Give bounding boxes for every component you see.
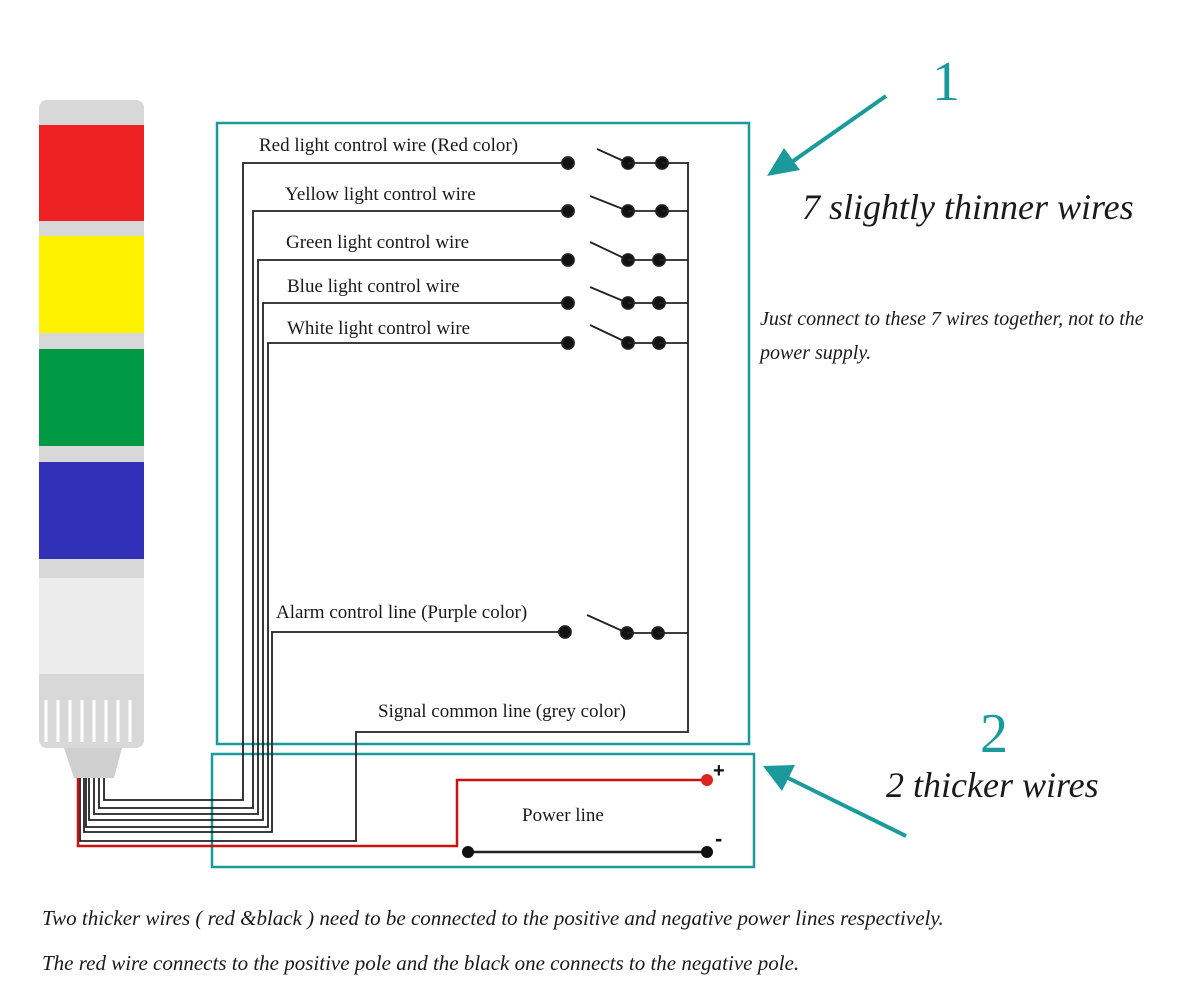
switch-blue (561, 286, 688, 310)
wire-alarm-path (83, 631, 565, 833)
label-alarm-wire: Alarm control line (Purple color) (276, 602, 527, 623)
power-wires-frame (210, 752, 756, 869)
tower-segment-yellow (39, 236, 144, 333)
wire-common-path (79, 162, 689, 842)
wire-white-path (85, 342, 568, 828)
callout-number-2: 2 (980, 703, 1008, 765)
signal-wires-frame (215, 121, 751, 746)
label-red-wire: Red light control wire (Red color) (259, 135, 518, 156)
label-common-wire: Signal common line (grey color) (378, 701, 626, 722)
note-power-wires-line1: Two thicker wires ( red &black ) need to… (42, 906, 944, 930)
wire-yellow-path (98, 210, 568, 809)
tower-base-grille (44, 700, 132, 742)
label-yellow-wire: Yellow light control wire (285, 184, 476, 205)
arrow-to-signal-frame (767, 94, 888, 176)
callout-number-1: 1 (932, 51, 960, 113)
switch-yellow (561, 195, 688, 218)
tower-cable-gland (64, 748, 122, 778)
minus-sign: - (715, 826, 722, 851)
cable-bundle (79, 162, 689, 842)
plus-sign: + (713, 760, 725, 782)
arrow-to-power-frame (763, 765, 907, 838)
switches (558, 148, 688, 640)
power-positive-wire (76, 778, 706, 848)
wire-green-path (93, 259, 568, 815)
power-negative-terminal (701, 846, 713, 858)
label-green-wire: Green light control wire (286, 232, 469, 253)
power-positive-terminal (701, 774, 713, 786)
tower-segment-white (39, 578, 144, 674)
tower-segment-green (39, 349, 144, 446)
tower-segment-red (39, 125, 144, 221)
callout-caption-2: 2 thicker wires (886, 765, 1099, 805)
switch-red (561, 148, 688, 170)
label-white-wire: White light control wire (287, 318, 470, 339)
label-blue-wire: Blue light control wire (287, 276, 460, 297)
wire-red-path (103, 162, 568, 801)
callout-caption-1: 7 slightly thinner wires (802, 187, 1134, 227)
wire-blue-path (88, 302, 568, 821)
note-power-wires-line2: The red wire connects to the positive po… (42, 951, 800, 975)
tower-segment-blue (39, 462, 144, 559)
switch-green (561, 241, 688, 267)
switch-white (561, 324, 688, 350)
signal-tower (39, 100, 144, 778)
note-signal-wires: Just connect to these 7 wires together, … (760, 308, 1144, 364)
label-power-line: Power line (522, 805, 604, 826)
power-negative-joint (462, 846, 474, 858)
switch-alarm (558, 614, 688, 640)
